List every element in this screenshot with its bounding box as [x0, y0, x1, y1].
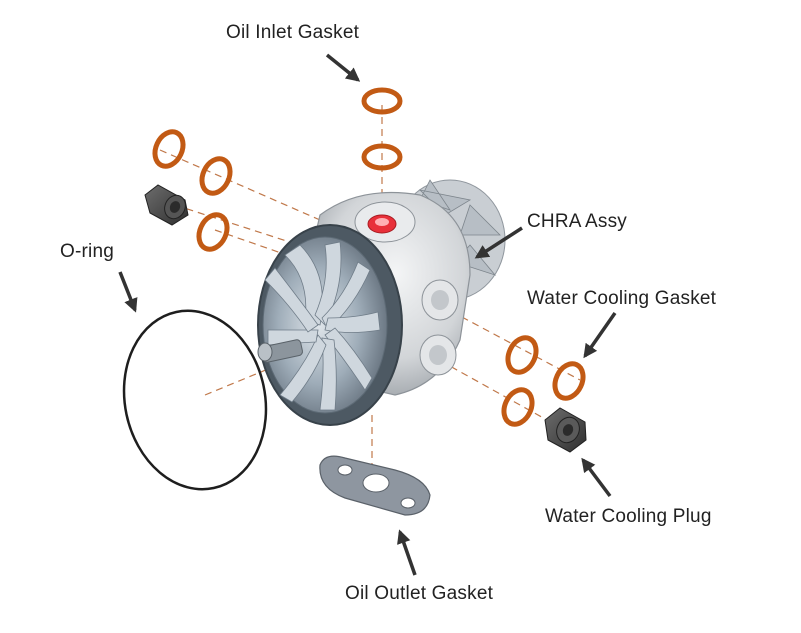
water-cooling-gaskets	[501, 335, 586, 427]
arrow-oring	[118, 271, 138, 313]
left-gaskets	[152, 129, 233, 252]
o-ring-label: O-ring	[60, 241, 114, 262]
callout-arrows	[118, 53, 617, 576]
arrow-oil-outlet	[397, 529, 417, 576]
arrow-chra	[474, 226, 523, 259]
oil-inlet-gasket-label: Oil Inlet Gasket	[226, 22, 360, 43]
chra-assy-label: CHRA Assy	[527, 211, 627, 232]
arrow-water-gasket	[583, 311, 617, 359]
water-cooling-plug-label: Water Cooling Plug	[545, 506, 712, 527]
water-cooling-gasket-label: Water Cooling Gasket	[527, 288, 717, 309]
arrow-oil-inlet	[325, 53, 361, 82]
left-plug	[144, 184, 189, 226]
oil-outlet-gasket	[319, 455, 431, 516]
compressor-wheel	[257, 224, 403, 426]
arrow-water-plug	[581, 457, 612, 498]
o-ring	[122, 309, 268, 491]
oil-inlet-gaskets	[361, 87, 403, 171]
oil-outlet-gasket-label: Oil Outlet Gasket	[345, 583, 494, 604]
water-cooling-plug	[544, 407, 587, 453]
